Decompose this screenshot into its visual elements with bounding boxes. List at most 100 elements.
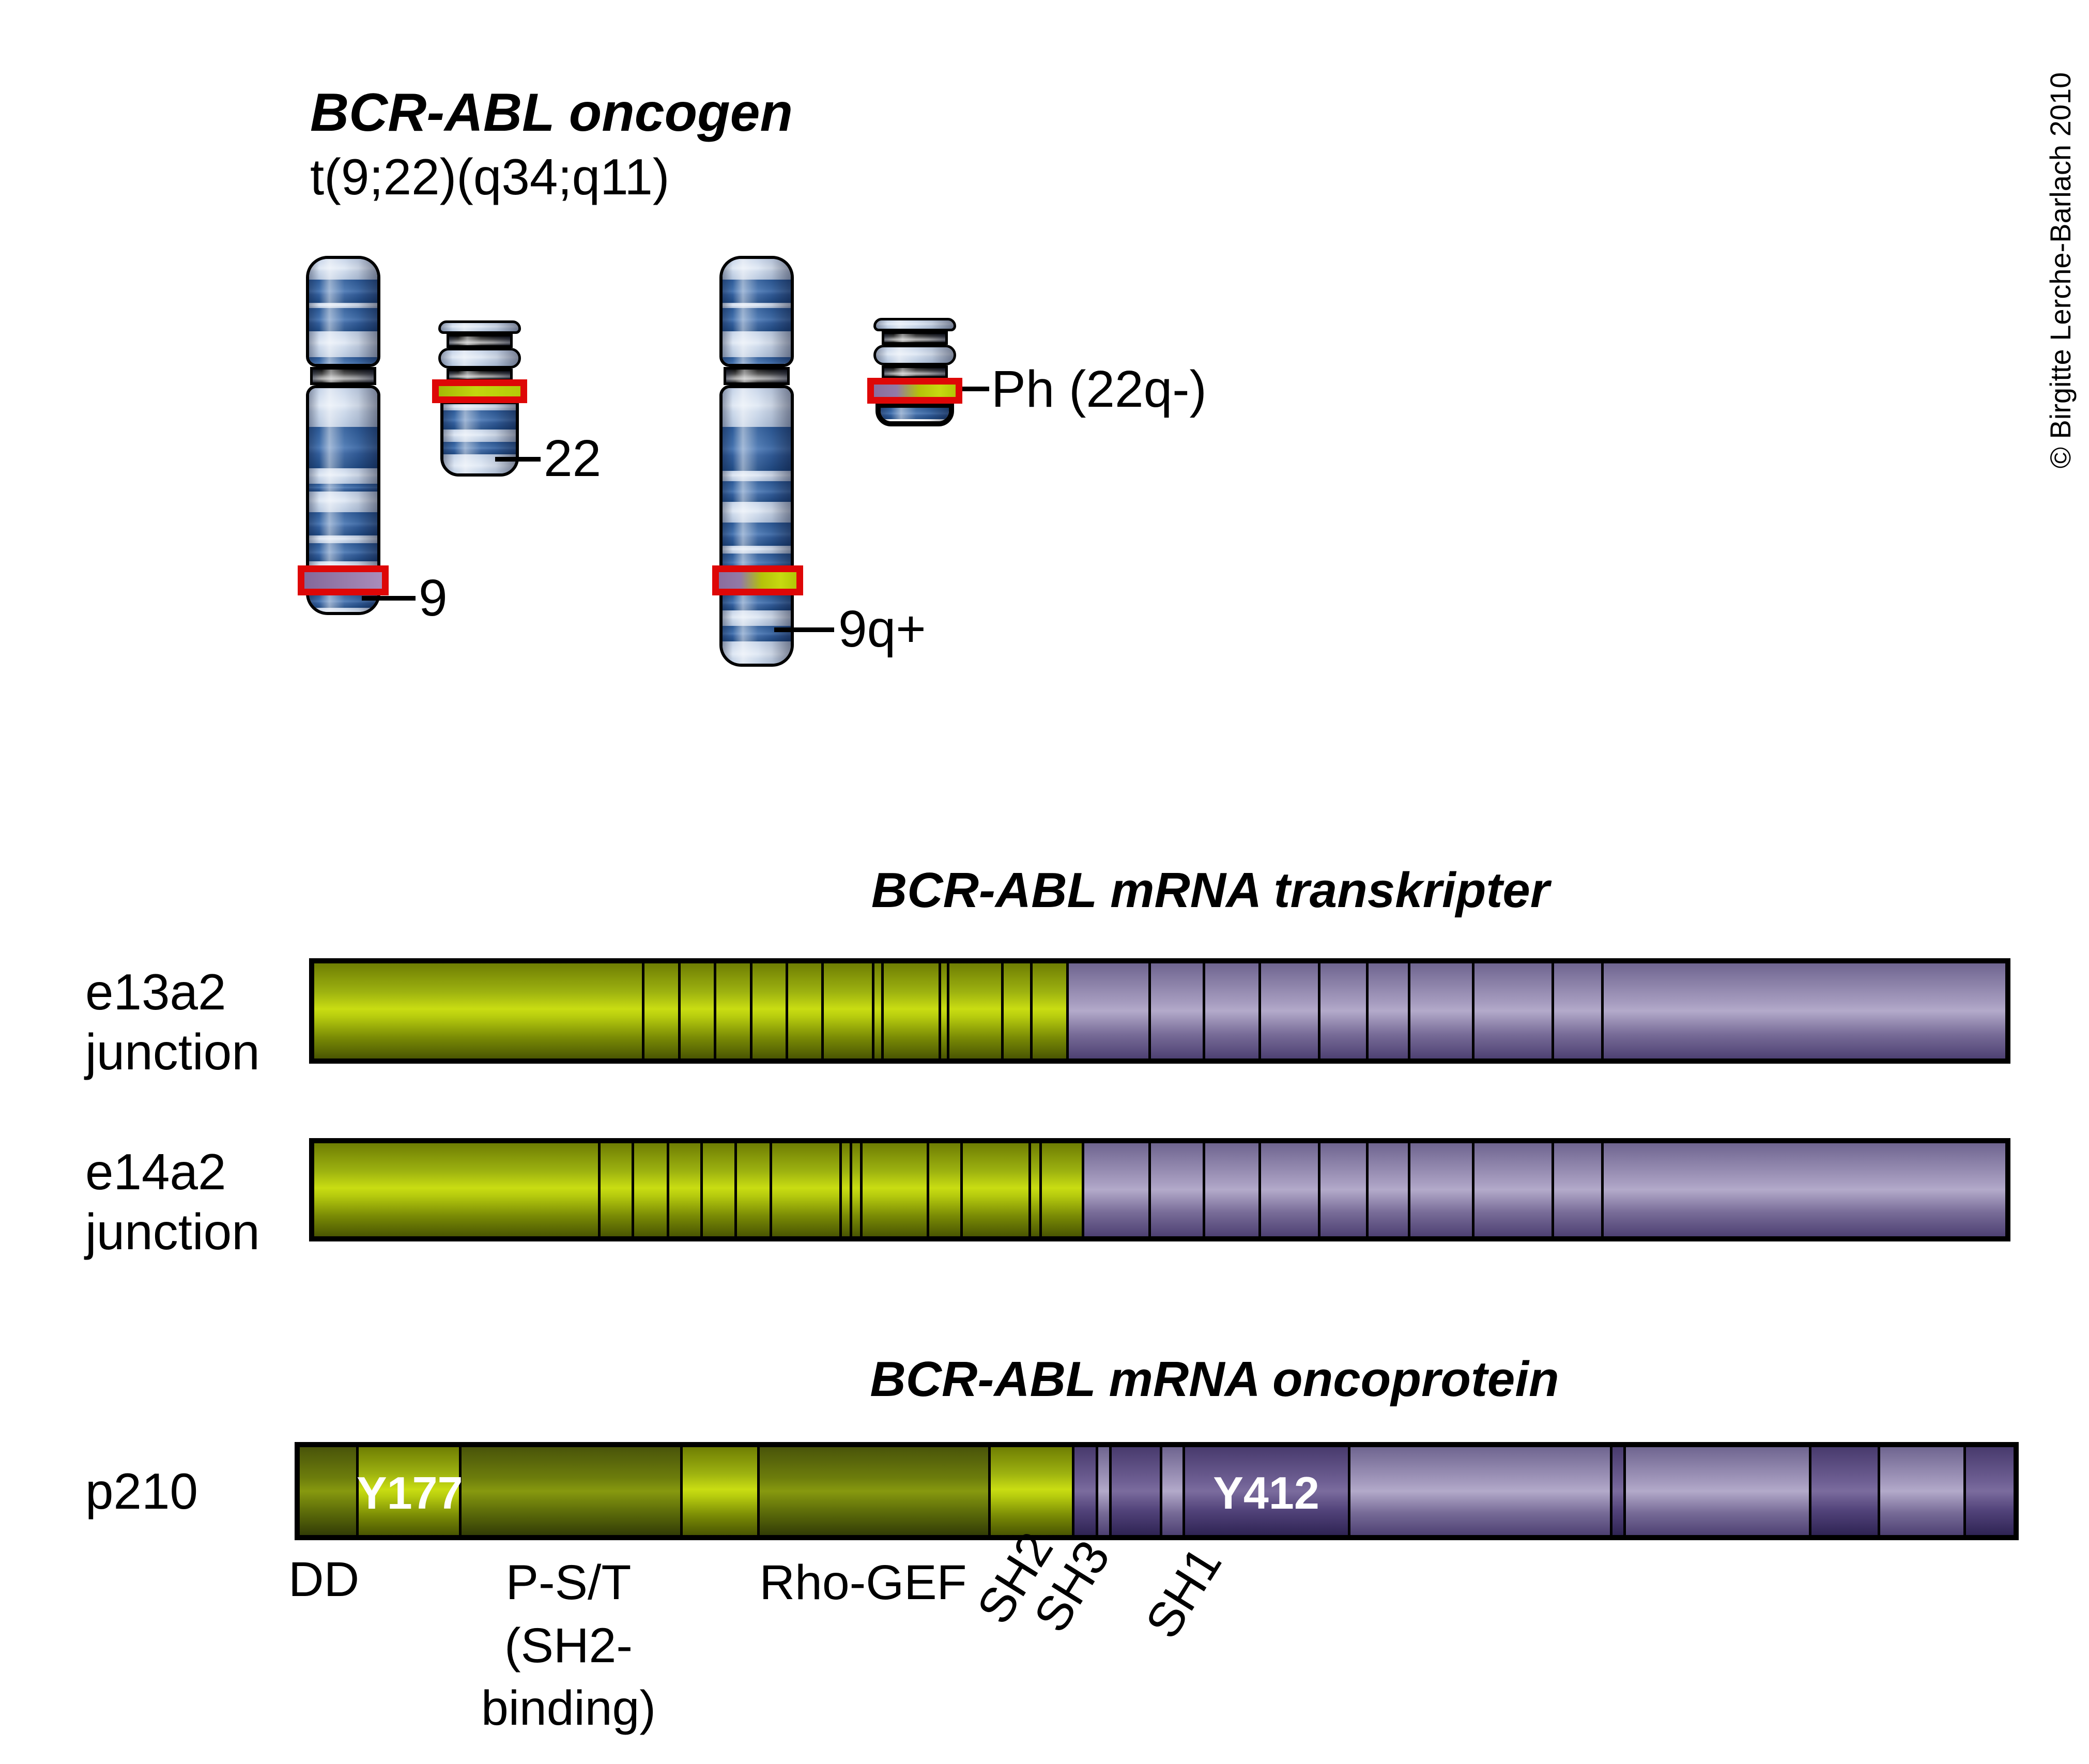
chr9q-connector-line — [774, 627, 834, 632]
p210-domain-segment-15 — [1809, 1447, 1878, 1535]
e13a2-exon-segment-2 — [642, 963, 678, 1059]
e14a2-row-label: e14a2 junction — [85, 1142, 260, 1262]
chr9-label: 9 — [419, 569, 448, 627]
cylinder-shading — [441, 350, 518, 366]
philadelphia-chromosome-arm — [875, 403, 954, 426]
chr22-connector-line — [495, 457, 541, 462]
chromosome-9-band-light — [309, 259, 377, 280]
chromosome-9-band-light — [309, 303, 377, 308]
chromosome-22-band-dark — [443, 442, 516, 454]
e13a2-exon-segment-3 — [678, 963, 714, 1059]
chromosome-9q-plus-band-light — [723, 641, 791, 664]
philadelphia-chromosome-collar — [873, 345, 956, 365]
y412-residue-label: Y412 — [1213, 1467, 1319, 1518]
e13a2-exon-segment-11 — [946, 963, 1001, 1059]
e14a2-exon-segment-9 — [849, 1143, 860, 1236]
cylinder-shading — [726, 370, 787, 382]
e14a2-exon-segment-23 — [1552, 1143, 1601, 1236]
domain-label-dd: DD — [288, 1552, 360, 1607]
chromosome-9-band-light — [309, 331, 377, 357]
e14a2-exon-segment-2 — [597, 1143, 632, 1236]
philadelphia-chromosome-cap — [873, 318, 956, 331]
p210-protein-bar — [295, 1442, 2019, 1540]
p210-domain-segment-2 — [356, 1447, 459, 1535]
p210-domain-segment-7 — [1071, 1447, 1096, 1535]
e13a2-exon-segment-18 — [1318, 963, 1366, 1059]
e14a2-exon-segment-15 — [1081, 1143, 1149, 1236]
e13a2-exon-segment-19 — [1365, 963, 1408, 1059]
e13a2-label-line1: e13a2 — [85, 963, 226, 1020]
p210-domain-segment-12 — [1347, 1447, 1610, 1535]
chromosome-22-band-light — [443, 404, 516, 410]
chromosome-9q-plus-band-dark — [723, 481, 791, 502]
chromosome-9-band-light — [309, 388, 377, 427]
p210-domain-segment-14 — [1623, 1447, 1809, 1535]
pst-line1: P-S/T — [505, 1555, 632, 1610]
chromosome-22-cap — [438, 320, 521, 334]
chromosome-9q-plus-band-dark — [723, 523, 791, 546]
chromosome-9-band-dark — [309, 543, 377, 561]
oncogene-title: BCR-ABL oncogen — [310, 83, 793, 143]
e13a2-exon-segment-5 — [749, 963, 786, 1059]
chromosome-9-band-dark — [309, 512, 377, 535]
e13a2-exon-segment-23 — [1601, 963, 2005, 1059]
e14a2-exon-segment-22 — [1472, 1143, 1552, 1236]
chromosome-9q-plus-band-dark — [723, 595, 791, 610]
e14a2-exon-segment-14 — [1039, 1143, 1082, 1236]
philadelphia-chromosome-neck — [882, 331, 948, 345]
chromosome-9q-plus-neck — [724, 367, 790, 385]
e14a2-exon-segment-4 — [666, 1143, 701, 1236]
chromosome-9q-plus-band-light — [723, 331, 791, 357]
e14a2-exon-segment-16 — [1148, 1143, 1203, 1236]
copyright-credit: © Birgitte Lerche-Barlach 2010 — [2044, 72, 2077, 469]
philadelphia-chromosome-band-white — [881, 419, 949, 421]
e14a2-exon-segment-1 — [314, 1143, 598, 1236]
e14a2-transcript-bar — [309, 1138, 2010, 1241]
e13a2-exon-segment-17 — [1258, 963, 1318, 1059]
p210-domain-segment-8 — [1095, 1447, 1109, 1535]
p210-domain-segment-11 — [1182, 1447, 1348, 1535]
p210-domain-segment-10 — [1159, 1447, 1182, 1535]
e14a2-exon-segment-3 — [632, 1143, 667, 1236]
p210-domain-segment-13 — [1609, 1447, 1623, 1535]
cylinder-shading — [449, 371, 510, 379]
chromosome-9q-plus-band-dark — [723, 308, 791, 331]
e13a2-exon-segment-22 — [1552, 963, 1601, 1059]
p210-domain-segment-16 — [1877, 1447, 1963, 1535]
e13a2-exon-segment-20 — [1408, 963, 1472, 1059]
oncogene-subtitle: t(9;22)(q34;q11) — [310, 148, 670, 205]
ph-connector-line — [949, 387, 989, 391]
domain-label-rhogef: Rho-GEF — [759, 1555, 967, 1610]
chromosome-22-neck — [447, 334, 513, 348]
chromosome-9-band-dark — [309, 484, 377, 492]
e13a2-exon-segment-4 — [714, 963, 750, 1059]
domain-label-pst: P-S/T (SH2- binding) — [424, 1552, 713, 1740]
e13a2-transcript-bar — [309, 958, 2010, 1064]
cylinder-shading — [876, 347, 954, 363]
e13a2-exon-segment-6 — [786, 963, 821, 1059]
e14a2-label-line2: junction — [85, 1203, 260, 1260]
e13a2-exon-segment-10 — [938, 963, 947, 1059]
e13a2-label-line2: junction — [85, 1023, 260, 1080]
pst-line3: binding) — [481, 1681, 656, 1736]
p210-row-label: p210 — [85, 1463, 198, 1520]
e14a2-exon-segment-10 — [859, 1143, 927, 1236]
transcript-section-title: BCR-ABL mRNA transkripter — [871, 863, 1550, 918]
e13a2-exon-segment-8 — [872, 963, 882, 1059]
e14a2-exon-segment-8 — [839, 1143, 850, 1236]
chromosome-9q-plus-arm — [719, 256, 794, 367]
chr9q-label: 9q+ — [838, 600, 926, 658]
e13a2-exon-segment-16 — [1203, 963, 1258, 1059]
chromosome-9q-plus-arm — [719, 385, 794, 667]
p210-domain-segment-1 — [300, 1447, 357, 1535]
chromosome-9-band-light — [309, 608, 377, 612]
cylinder-shading — [876, 320, 954, 329]
chromosome-9q-plus-band-light — [723, 610, 791, 626]
protein-section-title: BCR-ABL mRNA oncoprotein — [870, 1352, 1559, 1407]
p210-domain-segment-5 — [757, 1447, 988, 1535]
chromosome-9-band-dark — [309, 308, 377, 331]
e14a2-exon-segment-21 — [1408, 1143, 1472, 1236]
philadelphia-chromosome-breakpoint-box — [867, 378, 962, 404]
chromosome-9-arm — [306, 256, 380, 367]
